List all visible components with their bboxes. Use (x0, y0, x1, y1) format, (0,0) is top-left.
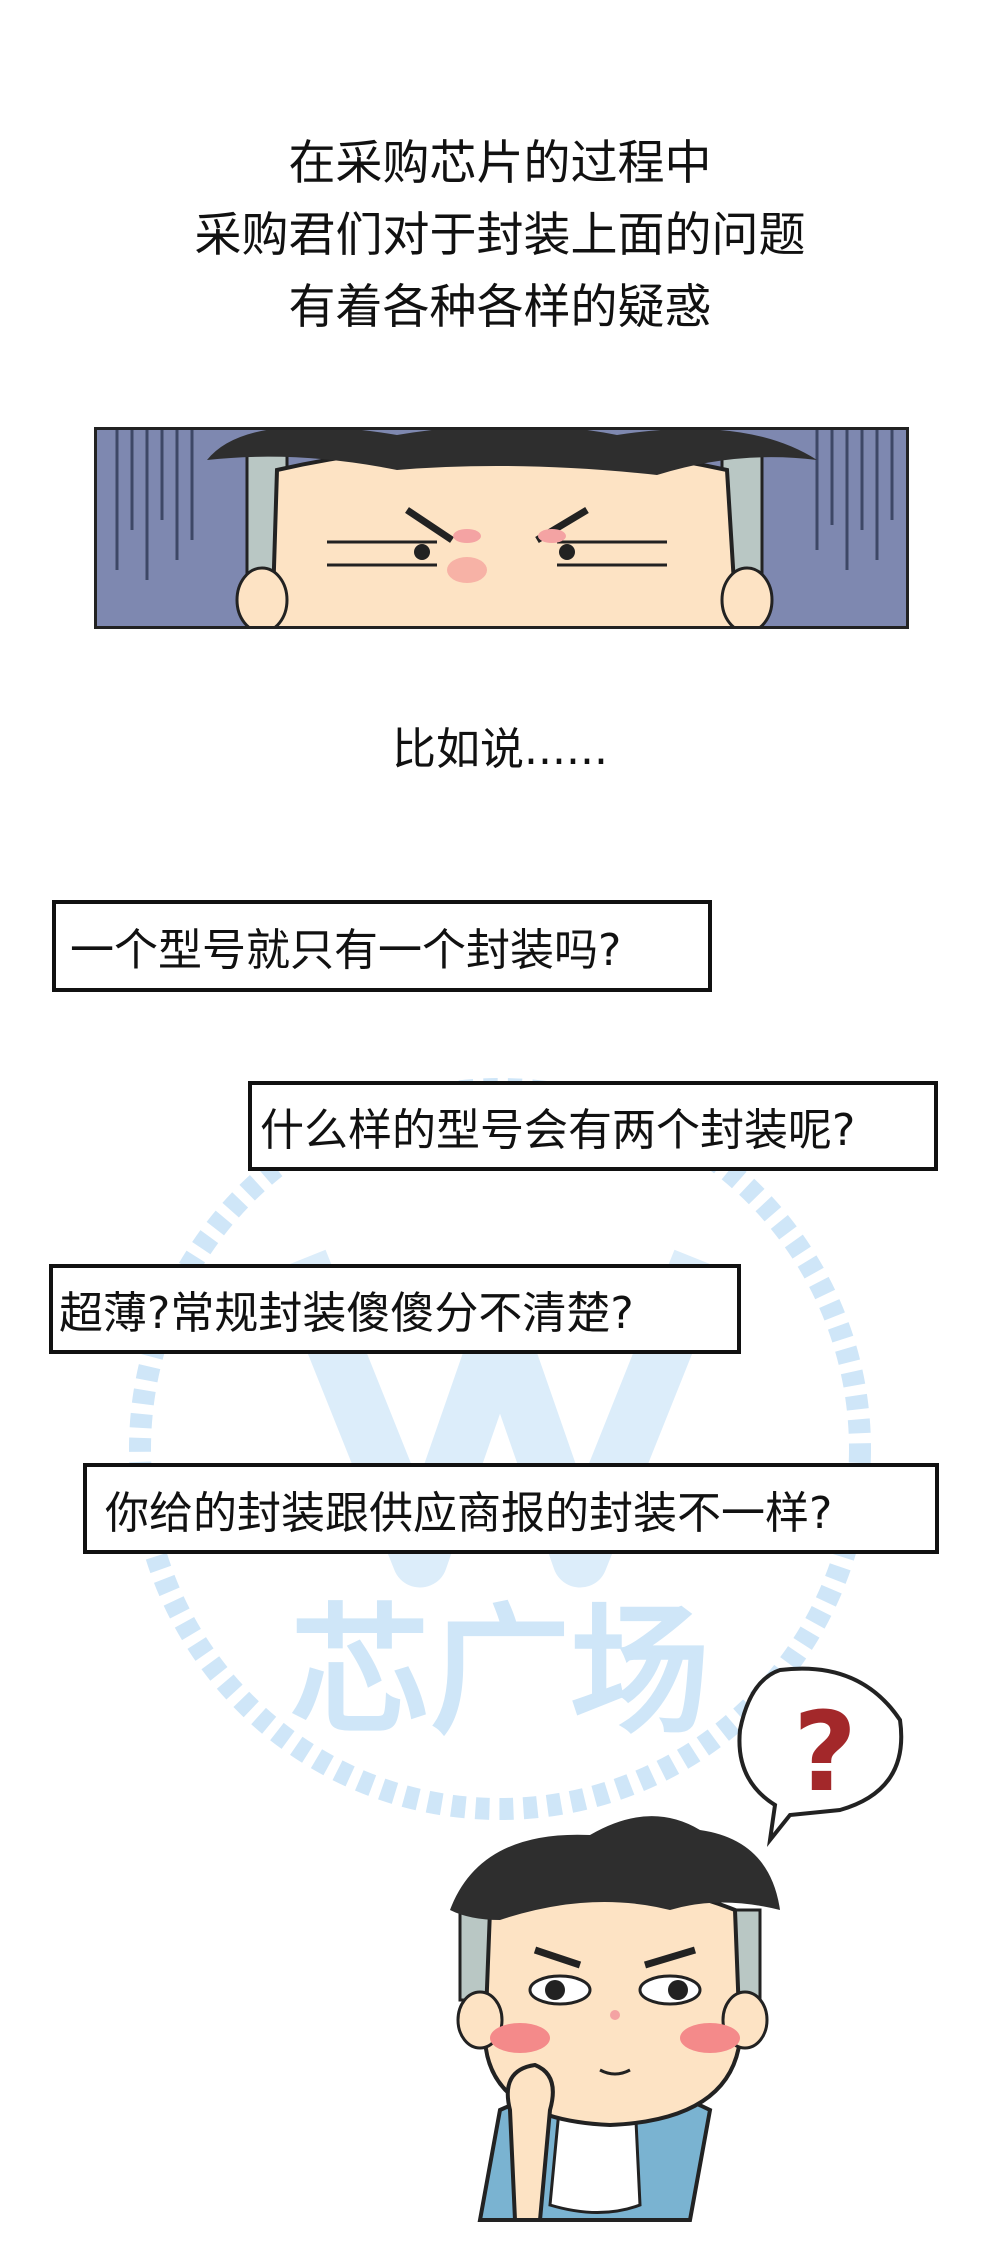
intro-text: 在采购芯片的过程中 采购君们对于封装上面的问题 有着各种各样的疑惑 (0, 128, 1000, 344)
transition-text: 比如说...... (392, 724, 608, 775)
watermark-text: 芯广场 (290, 1591, 710, 1754)
question-text: 一个型号就只有一个封装吗? (70, 925, 622, 976)
question-text: 超薄?常规封装傻傻分不清楚? (59, 1288, 634, 1339)
question-text: 什么样的型号会有两个封装呢? (260, 1105, 856, 1156)
intro-line: 有着各种各样的疑惑 (288, 280, 712, 335)
question-text: 你给的封装跟供应商报的封装不一样? (105, 1487, 833, 1539)
question-box: 你给的封装跟供应商报的封装不一样? (83, 1463, 939, 1554)
intro-line: 在采购芯片的过程中 (288, 136, 712, 191)
thinking-character-illustration: ? (450, 1666, 904, 2222)
intro-line: 采购君们对于封装上面的问题 (194, 208, 806, 263)
speech-bubble (737, 1666, 904, 1847)
question-box: 超薄?常规封装傻傻分不清楚? (49, 1264, 741, 1354)
suspicious-face-illustration (115, 430, 894, 626)
question-box: 一个型号就只有一个封装吗? (52, 900, 712, 992)
comic-panel-suspicious-face (94, 427, 909, 629)
question-mark-icon: ? (793, 1688, 857, 1816)
question-box: 什么样的型号会有两个封装呢? (248, 1081, 938, 1171)
